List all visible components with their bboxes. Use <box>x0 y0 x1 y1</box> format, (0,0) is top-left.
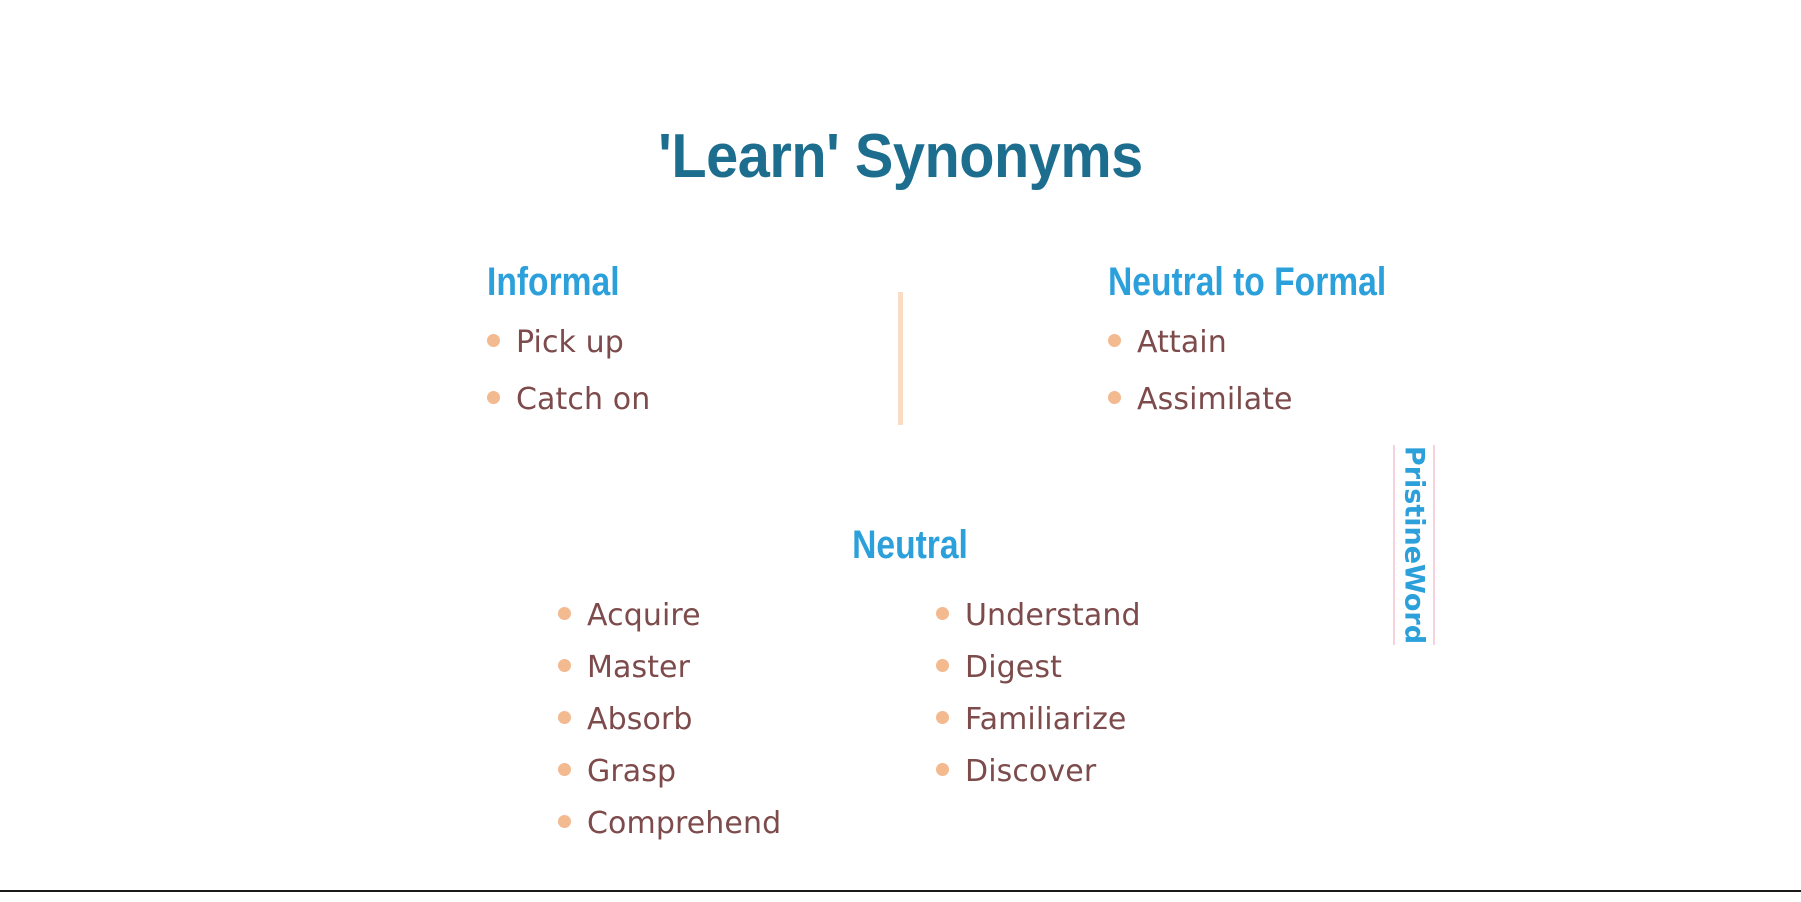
bullet-dot-icon <box>487 391 500 404</box>
list-item-label: Familiarize <box>965 702 1127 737</box>
list-item[interactable]: Absorb <box>558 705 910 735</box>
list-item-label: Absorb <box>587 702 693 737</box>
list-item[interactable]: Familiarize <box>936 705 1300 735</box>
list-item[interactable]: Catch on <box>487 385 867 415</box>
list-item-label: Assimilate <box>1137 382 1293 417</box>
list-item-label: Understand <box>965 598 1141 633</box>
bullet-dot-icon <box>936 763 949 776</box>
neutral-columns: Acquire Master Absorb Grasp Comprehend <box>520 601 1300 839</box>
list-item[interactable]: Acquire <box>558 601 910 631</box>
bullet-dot-icon <box>558 815 571 828</box>
bullet-dot-icon <box>1108 391 1121 404</box>
bullet-dot-icon <box>936 659 949 672</box>
section-neutral: Neutral Acquire Master Absorb Grasp <box>520 525 1300 839</box>
section-heading-neutral-to-formal: Neutral to Formal <box>1108 260 1387 304</box>
watermark-badge: PristineWord <box>1393 445 1435 645</box>
section-heading-informal: Informal <box>487 260 620 304</box>
list-item[interactable]: Attain <box>1108 328 1538 358</box>
vertical-divider <box>898 292 903 425</box>
list-item-label: Acquire <box>587 598 701 633</box>
page-title: 'Learn' Synonyms <box>658 122 1143 191</box>
bullet-dot-icon <box>558 659 571 672</box>
list-item[interactable]: Digest <box>936 653 1300 683</box>
list-item-label: Catch on <box>516 382 651 417</box>
bullet-dot-icon <box>936 607 949 620</box>
list-item-label: Attain <box>1137 325 1227 360</box>
bullet-dot-icon <box>487 334 500 347</box>
bullet-dot-icon <box>558 711 571 724</box>
list-item-label: Comprehend <box>587 806 782 841</box>
bottom-divider <box>0 890 1801 892</box>
list-item-label: Master <box>587 650 691 685</box>
neutral-list-right: Understand Digest Familiarize Discover <box>910 601 1300 839</box>
list-item[interactable]: Grasp <box>558 757 910 787</box>
bullet-dot-icon <box>1108 334 1121 347</box>
list-item-label: Pick up <box>516 325 624 360</box>
neutral-to-formal-list: Attain Assimilate <box>1108 328 1538 415</box>
bullet-dot-icon <box>558 607 571 620</box>
list-item[interactable]: Master <box>558 653 910 683</box>
bullet-dot-icon <box>936 711 949 724</box>
list-item[interactable]: Comprehend <box>558 809 910 839</box>
list-item[interactable]: Discover <box>936 757 1300 787</box>
section-heading-neutral: Neutral <box>852 523 968 567</box>
list-item-label: Grasp <box>587 754 677 789</box>
list-item-label: Digest <box>965 650 1062 685</box>
list-item[interactable]: Assimilate <box>1108 385 1538 415</box>
section-neutral-to-formal: Neutral to Formal Attain Assimilate <box>1108 262 1538 415</box>
bullet-dot-icon <box>558 763 571 776</box>
list-item-label: Discover <box>965 754 1097 789</box>
informal-list: Pick up Catch on <box>487 328 867 415</box>
watermark-label: PristineWord <box>1398 445 1430 645</box>
section-informal: Informal Pick up Catch on <box>487 262 867 415</box>
neutral-list-left: Acquire Master Absorb Grasp Comprehend <box>520 601 910 839</box>
list-item[interactable]: Understand <box>936 601 1300 631</box>
list-item[interactable]: Pick up <box>487 328 867 358</box>
